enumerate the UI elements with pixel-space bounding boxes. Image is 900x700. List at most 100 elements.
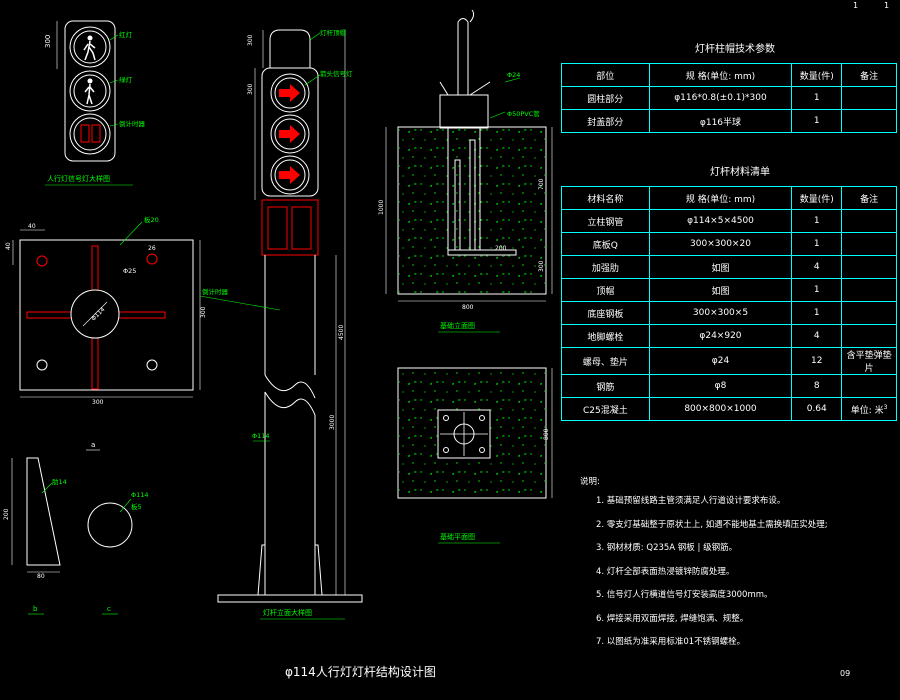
- label-cap: 灯杆顶帽: [320, 28, 347, 37]
- table-cell: 4: [791, 255, 843, 279]
- header-cell: 规 格(单位: mm): [648, 186, 793, 210]
- pole-dim-2: 300: [247, 83, 254, 95]
- table-cell: [841, 374, 897, 398]
- note-item: 2. 零支灯基础整于原状土上, 如遇不能地基土需换填压实处理;: [596, 519, 828, 530]
- pipe-wall: 板5: [131, 502, 142, 511]
- pipe-letter: c: [107, 605, 111, 613]
- unit-text: 单位: 米: [850, 405, 884, 416]
- table-cell: 底板Q: [561, 232, 650, 256]
- table-cell: [841, 86, 897, 110]
- pole-dim-total: 4500: [338, 325, 345, 340]
- table-cell: 4: [791, 324, 843, 348]
- countdown-digit-icon: [80, 124, 90, 143]
- note-item: 7. 以图纸为准采用标准01不锈钢螺栓。: [596, 637, 746, 647]
- table-cell: φ8: [648, 374, 793, 398]
- fp-dim: 800: [543, 428, 550, 440]
- signal-caption: 人行灯信号灯大样图: [47, 174, 110, 183]
- fe-dim-bottom: 300: [538, 260, 545, 272]
- corner-mark-right: 1: [884, 1, 890, 10]
- label-green: 绿灯: [119, 75, 133, 84]
- header-cell: 规 格(单位: mm): [648, 63, 793, 87]
- pole-dim-1: 300: [247, 34, 254, 46]
- rib-height: 200: [3, 508, 10, 520]
- table-cell: φ114×5×4500: [648, 209, 793, 233]
- table-cell: 300×300×20: [648, 232, 793, 256]
- note-item: 5. 信号灯人行横道信号灯安装高度3000mm。: [596, 590, 773, 600]
- note-item: 4. 灯杆全部表面热浸镀锌防腐处理。: [596, 566, 735, 577]
- header-cell: 数量(件): [791, 63, 843, 87]
- header-cell: 备注: [841, 186, 897, 210]
- table-cell: 圆柱部分: [561, 86, 650, 110]
- table-cell: [841, 324, 897, 348]
- rib-label: 肋14: [52, 477, 67, 486]
- fe-dim-width: 200: [495, 245, 507, 252]
- table-cell: 如图: [648, 278, 793, 302]
- table-cell: 12: [791, 347, 843, 375]
- table-cell: 含平垫弹垫片: [841, 347, 897, 375]
- arrow-right-icon: [279, 125, 300, 143]
- notes-head: 说明:: [580, 477, 600, 487]
- table-cell: C25混凝土: [561, 397, 650, 421]
- table-row: 部位 规 格(单位: mm) 数量(件) 备注: [561, 63, 897, 87]
- label-conduit: Φ50PVC管: [507, 109, 540, 118]
- table-cell: [841, 109, 897, 133]
- label-red: 红灯: [119, 30, 133, 39]
- fe-dim-base: 800: [462, 304, 474, 311]
- hole-a-label: 26: [148, 245, 156, 252]
- table-cell: [841, 255, 897, 279]
- pole-elevation: 300 300 4500 3000 灯杆顶帽 箭头信号灯 倒计时器 Φ114 灯…: [199, 28, 363, 620]
- table-cell: 8: [791, 374, 843, 398]
- rib-width: 80: [37, 573, 45, 580]
- table-cell: [841, 209, 897, 233]
- table-cell: 地脚螺栓: [561, 324, 650, 348]
- table-cell: 钢筋: [561, 374, 650, 398]
- rib-detail: a 200 80 肋14 b: [3, 441, 100, 615]
- dim-left: 40: [5, 242, 12, 250]
- table-cell: [841, 232, 897, 256]
- table-cell: [841, 301, 897, 325]
- unit-superscript: 3: [883, 403, 888, 411]
- note-item: 1. 基础预留线路主管须满足人行道设计要求布设。: [596, 496, 786, 506]
- table-cell: 顶帽: [561, 278, 650, 302]
- fp-caption: 基础平面图: [440, 532, 475, 541]
- rib-letter-top: a: [91, 441, 95, 449]
- label-pipe: Φ114: [252, 432, 270, 440]
- params-table: 部位 规 格(单位: mm) 数量(件) 备注 圆柱部分 φ116*0.8(±0…: [561, 63, 897, 133]
- table-row: 圆柱部分 φ116*0.8(±0.1)*300 1: [561, 86, 897, 110]
- signal-head-view: 300 红灯 绿灯 倒计时器 人行灯信号灯大样图: [44, 20, 146, 186]
- fe-dim-top: 700: [538, 178, 545, 190]
- table-cell: φ24×920: [648, 324, 793, 348]
- notes-block: 说明: 1. 基础预留线路主管须满足人行道设计要求布设。 2. 零支灯基础整于原…: [580, 474, 828, 655]
- header-cell: 数量(件): [791, 186, 843, 210]
- table-cell: 封盖部分: [561, 109, 650, 133]
- table-cell: 1: [791, 232, 843, 256]
- dim-bottom: 300: [92, 399, 104, 406]
- pole-dim-lower: 3000: [329, 415, 336, 430]
- concrete-fill: [399, 128, 545, 293]
- foundation-plan: 800 基础平面图: [397, 367, 553, 544]
- pipe-section: Φ114 板5 c: [87, 491, 149, 615]
- hole-d-label: Φ25: [123, 267, 136, 275]
- table-cell: 加强肋: [561, 255, 650, 279]
- note-item: 3. 钢材材质: Q235A 钢板 | 级钢筋。: [596, 543, 738, 553]
- arrow-right-icon: [279, 84, 300, 102]
- label-countdown-pole: 倒计时器: [202, 287, 229, 296]
- table-cell: 立柱钢管: [561, 209, 650, 233]
- page-number: 09: [840, 669, 850, 678]
- materials-table-title: 灯杆材料清单: [710, 167, 770, 178]
- main-title: φ114人行灯灯杆结构设计图: [285, 664, 436, 679]
- label-arrow-lamp: 箭头信号灯: [320, 69, 353, 78]
- table-cell: 单位: 米3: [841, 397, 897, 421]
- header-cell: 备注: [841, 63, 897, 87]
- table-cell: φ116*0.8(±0.1)*300: [648, 86, 793, 110]
